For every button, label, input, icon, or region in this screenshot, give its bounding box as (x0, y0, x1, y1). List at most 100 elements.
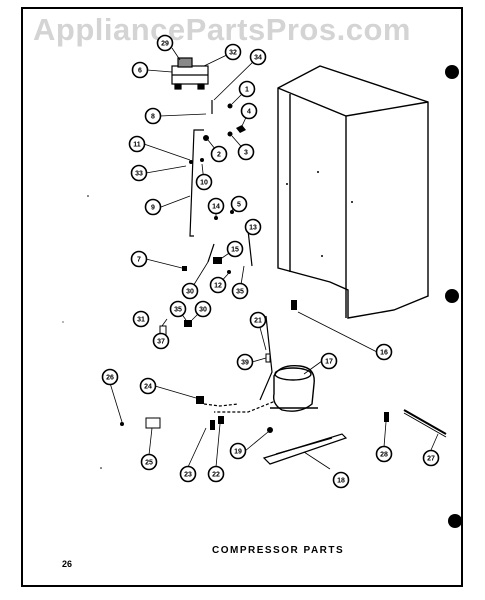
callout-label: 1 (245, 87, 249, 94)
callout-17: 17 (320, 352, 338, 370)
callout-19: 19 (229, 442, 247, 460)
callout-circle (422, 449, 440, 467)
callout-30: 30 (181, 282, 199, 300)
callout-label: 23 (184, 472, 192, 479)
callout-circle (375, 445, 393, 463)
callout-28: 28 (375, 445, 393, 463)
callout-circle (207, 465, 225, 483)
callout-label: 4 (247, 109, 251, 116)
scan-specks (62, 195, 102, 469)
callout-circle (130, 250, 148, 268)
callout-26: 26 (101, 368, 119, 386)
callout-circle (332, 471, 350, 489)
callout-circle (131, 61, 149, 79)
callout-circle (237, 143, 255, 161)
callout-label: 29 (161, 41, 169, 48)
callout-circle (244, 218, 262, 236)
callout-circle (156, 34, 174, 52)
callout-circle (240, 102, 258, 120)
callout-circle (140, 453, 158, 471)
callout-label: 18 (337, 478, 345, 485)
callout-label: 6 (138, 68, 142, 75)
callout-33: 33 (130, 164, 148, 182)
callout-16: 16 (375, 343, 393, 361)
callout-13: 13 (244, 218, 262, 236)
callout-3: 3 (237, 143, 255, 161)
callout-circle (152, 332, 170, 350)
callout-label: 15 (231, 247, 239, 254)
callout-label: 3 (244, 150, 248, 157)
callout-circle (230, 195, 248, 213)
callout-label: 37 (157, 339, 165, 346)
callout-11: 11 (128, 135, 146, 153)
callout-circle (194, 300, 212, 318)
callout-label: 27 (427, 456, 435, 463)
callout-circle (209, 276, 227, 294)
callout-label: 28 (380, 452, 388, 459)
base-plate (262, 433, 348, 465)
callout-label: 11 (133, 142, 141, 149)
callout-14: 14 (207, 197, 225, 215)
callout-circle (130, 164, 148, 182)
callout-7: 7 (130, 250, 148, 268)
callout-label: 31 (137, 317, 145, 324)
callout-1: 1 (238, 80, 256, 98)
callout-circle (249, 48, 267, 66)
callout-label: 22 (212, 472, 220, 479)
callout-34: 34 (249, 48, 267, 66)
callout-circle (139, 377, 157, 395)
binding-hole-middle (445, 289, 459, 303)
callout-circle (238, 80, 256, 98)
callout-label: 7 (137, 257, 141, 264)
callout-circle (101, 368, 119, 386)
callout-circle (144, 107, 162, 125)
top-relay-assembly (171, 57, 209, 90)
callout-circle (249, 311, 267, 329)
callout-2: 2 (210, 145, 228, 163)
tubing-lines (189, 100, 279, 413)
callout-22: 22 (207, 465, 225, 483)
callout-circle (144, 198, 162, 216)
callout-39: 39 (236, 353, 254, 371)
callout-label: 32 (229, 50, 237, 57)
binding-hole-top (445, 65, 459, 79)
callout-label: 35 (236, 289, 244, 296)
callout-label: 2 (217, 152, 221, 159)
callout-35: 35 (169, 300, 187, 318)
page-border (21, 7, 463, 587)
compressor (270, 365, 318, 412)
callout-label: 16 (380, 350, 388, 357)
callout-15: 15 (226, 240, 244, 258)
callout-label: 5 (237, 202, 241, 209)
callout-label: 25 (145, 460, 153, 467)
callout-circle (210, 145, 228, 163)
callout-circle (224, 43, 242, 61)
callout-4: 4 (240, 102, 258, 120)
callout-label: 13 (249, 225, 257, 232)
callout-32: 32 (224, 43, 242, 61)
cabinet-illustration (277, 65, 429, 319)
callout-label: 26 (106, 375, 114, 382)
callout-27: 27 (422, 449, 440, 467)
callout-circle (195, 173, 213, 191)
callout-10: 10 (195, 173, 213, 191)
callout-label: 30 (186, 289, 194, 296)
callout-25: 25 (140, 453, 158, 471)
cabinet-dots (286, 171, 353, 257)
callout-6: 6 (131, 61, 149, 79)
callout-label: 21 (254, 318, 262, 325)
watermark: AppliancePartsPros.com (33, 12, 411, 47)
binding-hole-bottom (448, 514, 462, 528)
callout-circle (231, 282, 249, 300)
small-parts (120, 103, 389, 433)
callout-circle (179, 465, 197, 483)
callout-label: 24 (144, 384, 152, 391)
callout-label: 30 (199, 307, 207, 314)
callout-circle (320, 352, 338, 370)
callout-circle (375, 343, 393, 361)
callout-label: 9 (151, 205, 155, 212)
callout-24: 24 (139, 377, 157, 395)
